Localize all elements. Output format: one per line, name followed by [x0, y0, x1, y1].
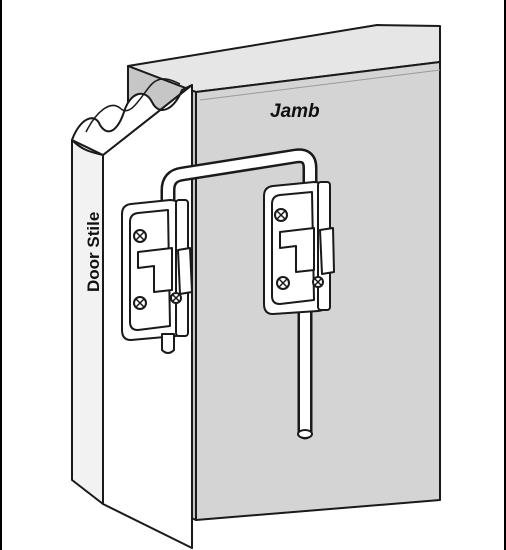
jamb-latch-bracket [263, 181, 335, 315]
door-stile-label: Door Stile [84, 212, 103, 292]
jamb-label: Jamb [270, 101, 320, 122]
stile-latch-bracket [121, 199, 193, 354]
latch-rod [160, 148, 318, 440]
